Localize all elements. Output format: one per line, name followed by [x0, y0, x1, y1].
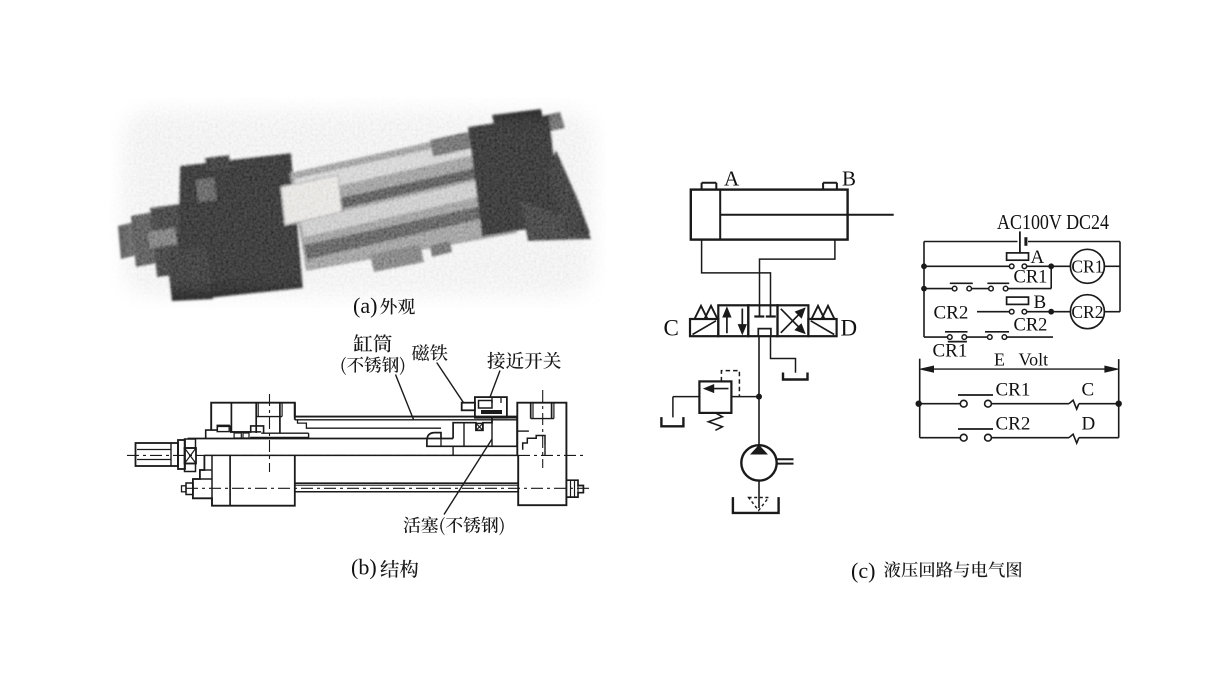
svg-text:CR2: CR2 [1071, 302, 1103, 322]
svg-text:CR2: CR2 [934, 303, 969, 324]
svg-text:CR1: CR1 [1071, 257, 1103, 277]
svg-text:D: D [841, 316, 858, 341]
svg-text:C: C [1082, 380, 1095, 401]
svg-text:A: A [724, 167, 740, 191]
svg-text:E: E [994, 350, 1005, 370]
svg-text:CR1: CR1 [996, 380, 1031, 401]
svg-text:CR2: CR2 [996, 414, 1031, 435]
svg-text:CR1: CR1 [1014, 268, 1048, 288]
svg-text:(a): (a) [353, 293, 377, 318]
svg-text:B: B [842, 167, 856, 191]
svg-text:C: C [664, 316, 679, 341]
svg-text:AC100V DC24: AC100V DC24 [997, 210, 1109, 234]
svg-text:(b): (b) [351, 555, 377, 580]
svg-text:CR2: CR2 [1014, 316, 1048, 336]
svg-text:D: D [1082, 414, 1096, 435]
svg-text:B: B [1034, 292, 1047, 313]
svg-text:Volt: Volt [1019, 350, 1049, 370]
svg-text:CR1: CR1 [933, 341, 968, 362]
svg-text:A: A [1031, 247, 1045, 268]
svg-text:(c): (c) [851, 558, 875, 583]
